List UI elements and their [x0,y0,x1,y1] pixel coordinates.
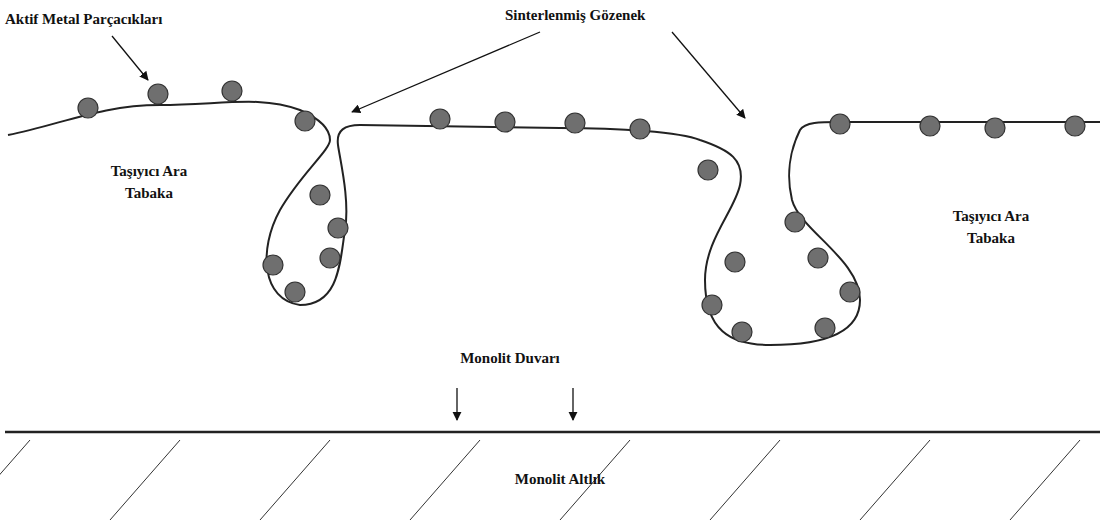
metal-particle [630,119,650,139]
metal-particle [808,248,828,268]
part-label: Monolit Duvarı [430,347,590,369]
metal-particle [920,116,940,136]
part-label: Aktif Metal Parçacıkları [5,8,162,30]
metal-particle [725,252,745,272]
hatch-stroke [710,440,780,520]
hatch-stroke [410,440,480,520]
metal-particle [785,212,805,232]
washcoat-surface [8,102,1100,345]
metal-particle [430,109,450,129]
metal-particle [148,84,168,104]
metal-particle [732,322,752,342]
metal-particle [328,218,348,238]
metal-particle [565,113,585,133]
metal-particle [320,248,340,268]
metal-particle [840,282,860,302]
metal-particle [295,111,315,131]
metal-particle [78,98,98,118]
leader-arrow [672,32,745,118]
hatch-stroke [1010,440,1080,520]
metal-particle [985,118,1005,138]
metal-particle [285,282,305,302]
region-label: Taşıyıcı Ara Tabaka [935,205,1047,249]
region-label: Taşıyıcı Ara Tabaka [93,160,205,204]
hatch-stroke [110,440,180,520]
part-label: Sinterlenmiş Gözenek [505,4,645,26]
monolith-wall-line [5,431,1100,434]
metal-particle [495,112,515,132]
hatch-stroke [260,440,330,520]
metal-particle [222,81,242,101]
metal-particle [310,185,330,205]
leader-arrow [352,32,540,112]
metal-particle [815,318,835,338]
leader-arrow [572,388,573,420]
metal-particle [1065,116,1085,136]
metal-particle [263,255,283,275]
substrate-hatching [0,440,1080,520]
leader-arrows [112,32,745,420]
metal-particle [698,160,718,180]
metal-particle [830,114,850,134]
leader-arrow [112,36,148,80]
leader-arrow [456,388,457,420]
hatch-stroke [860,440,930,520]
hatch-stroke [0,440,30,520]
metal-particles [78,81,1085,342]
metal-particle [702,295,722,315]
part-label: Monolit Altlık [480,468,640,490]
